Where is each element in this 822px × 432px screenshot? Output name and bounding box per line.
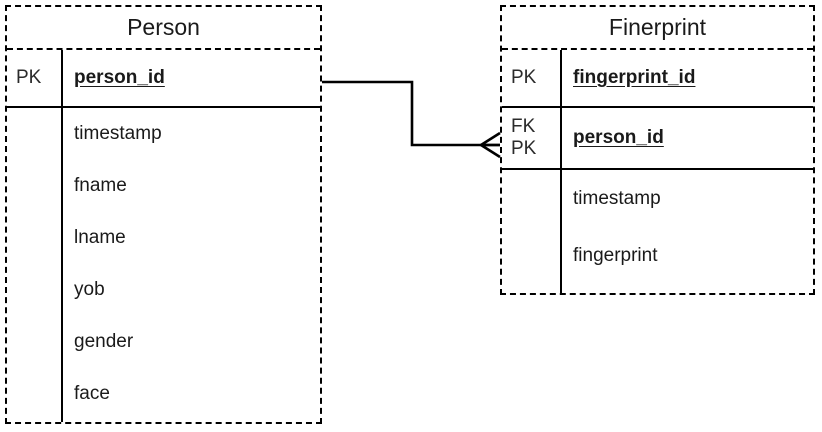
relationship-line — [322, 80, 500, 147]
table-row[interactable]: fingerprint — [502, 227, 813, 284]
table-row[interactable]: face — [7, 368, 320, 420]
entity-person[interactable]: Person PK person_id timestamp fname — [5, 5, 322, 424]
row-name-fp-timestamp: timestamp — [573, 187, 661, 209]
key-label-fk: FK — [511, 115, 536, 137]
table-row[interactable]: fname — [7, 160, 320, 212]
row-name-fingerprint-id: fingerprint_id — [573, 67, 696, 88]
row-name-person-id-fk: person_id — [573, 127, 664, 148]
entity-fingerprint-column-divider — [560, 50, 562, 293]
key-label-pk: PK — [511, 138, 537, 159]
key-label: PK — [511, 66, 537, 88]
table-row[interactable]: yob — [7, 264, 320, 316]
table-row[interactable]: FK PK person_id — [502, 108, 813, 170]
table-row[interactable]: gender — [7, 316, 320, 368]
crows-foot-icon — [480, 131, 501, 159]
entity-fingerprint-rows: PK fingerprint_id FK PK person_id timest… — [502, 50, 813, 293]
row-name-gender: gender — [74, 331, 134, 352]
row-key-fingerprint-id: PK — [502, 67, 560, 89]
entity-fingerprint[interactable]: Finerprint PK fingerprint_id FK PK perso… — [500, 5, 815, 295]
row-key-person-id-fk: FK PK — [502, 116, 560, 161]
table-row[interactable]: PK person_id — [7, 50, 320, 108]
row-name-person-id: person_id — [74, 67, 165, 88]
entity-fingerprint-title: Finerprint — [502, 7, 813, 50]
row-name-lname: lname — [74, 227, 126, 248]
table-row[interactable]: timestamp — [7, 108, 320, 160]
row-key-person-id: PK — [7, 67, 61, 89]
table-row[interactable]: PK fingerprint_id — [502, 50, 813, 108]
entity-person-column-divider — [61, 50, 63, 422]
entity-person-title: Person — [7, 7, 320, 50]
row-name-yob: yob — [74, 279, 105, 300]
entity-person-rows: PK person_id timestamp fname — [7, 50, 320, 422]
row-name-face: face — [74, 383, 110, 404]
row-name-fname: fname — [74, 175, 127, 196]
table-row[interactable]: lname — [7, 212, 320, 264]
key-label: PK — [16, 66, 42, 88]
row-name-fingerprint: fingerprint — [573, 244, 658, 266]
table-row[interactable]: timestamp — [502, 170, 813, 227]
row-name-timestamp: timestamp — [74, 123, 162, 144]
